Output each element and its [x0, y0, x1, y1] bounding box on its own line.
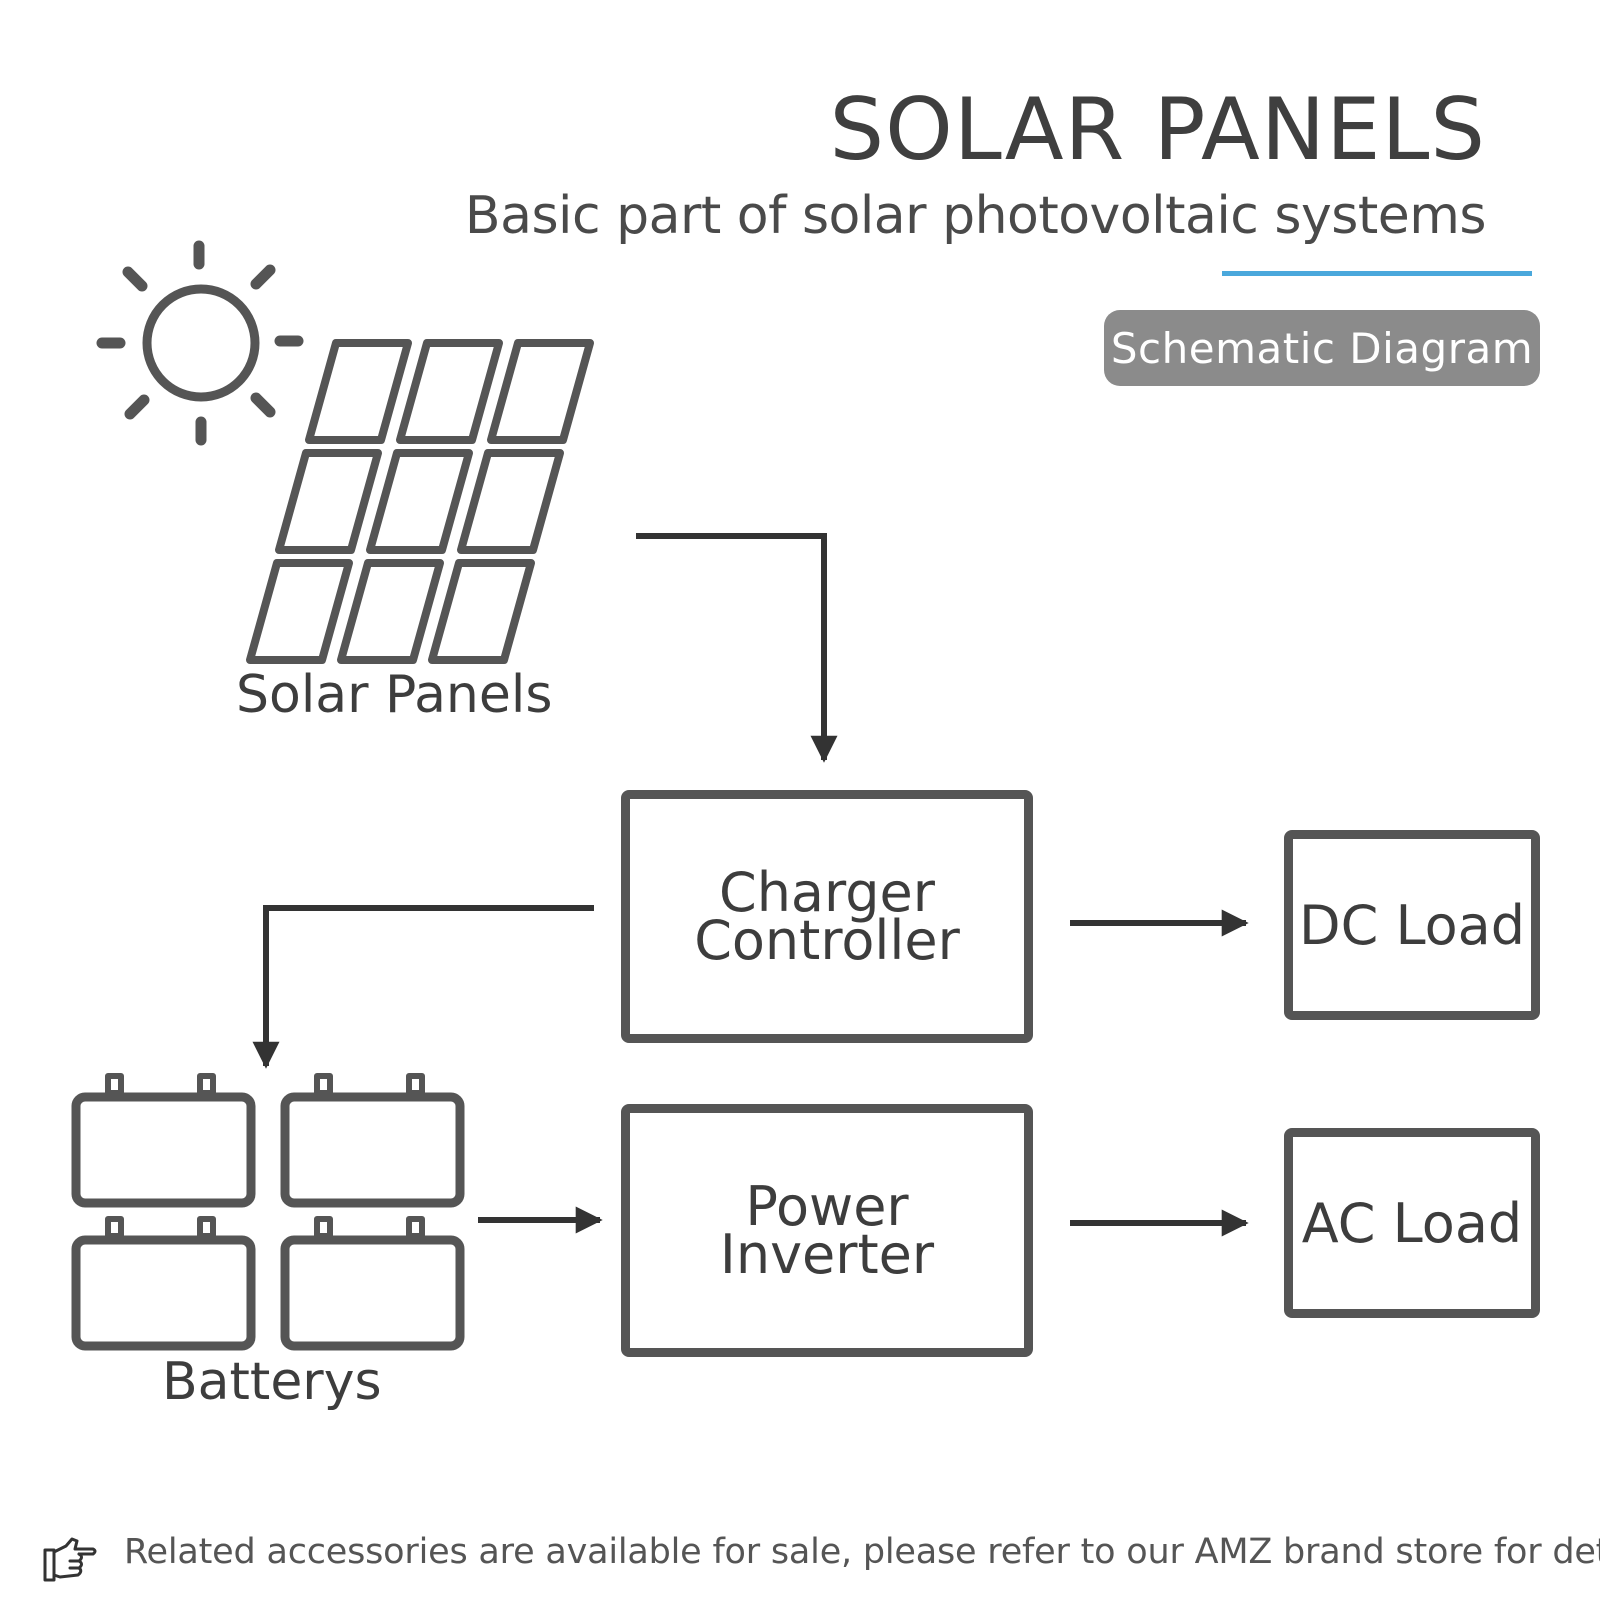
arrow-panels-to-controller	[636, 533, 838, 763]
pointing-hand-icon	[43, 1537, 97, 1582]
sun-icon	[96, 240, 304, 446]
ac-load-label: AC Load	[1301, 1191, 1523, 1255]
footer: Related accessories are available for sa…	[42, 1532, 1600, 1572]
page-title: SOLAR PANELS	[829, 80, 1486, 180]
dc-load-label: DC Load	[1299, 893, 1525, 957]
page-subtitle: Basic part of solar photovoltaic systems	[464, 186, 1487, 246]
schematic-badge: Schematic Diagram	[1104, 310, 1540, 386]
arrow-controller-to-batterys	[252, 905, 594, 1069]
power-inverter-line1: Power	[745, 1174, 909, 1238]
ac-load-box: AC Load	[1284, 1128, 1540, 1318]
power-inverter-line2: Inverter	[719, 1222, 935, 1286]
title-underline	[1222, 271, 1532, 276]
dc-load-box: DC Load	[1284, 830, 1540, 1020]
solar-panels-label: Solar Panels	[236, 665, 553, 725]
solar-panel-icon	[246, 339, 594, 664]
battery-icon	[71, 1073, 465, 1351]
footer-icon-spacer	[42, 1532, 98, 1572]
batterys-label: Batterys	[162, 1352, 382, 1412]
charger-controller-line2: Controller	[694, 908, 960, 972]
footer-note: Related accessories are available for sa…	[124, 1532, 1600, 1572]
charger-controller-line1: Charger	[719, 860, 935, 924]
charger-controller-box: Charger Controller	[621, 790, 1033, 1043]
power-inverter-box: Power Inverter	[621, 1104, 1033, 1357]
